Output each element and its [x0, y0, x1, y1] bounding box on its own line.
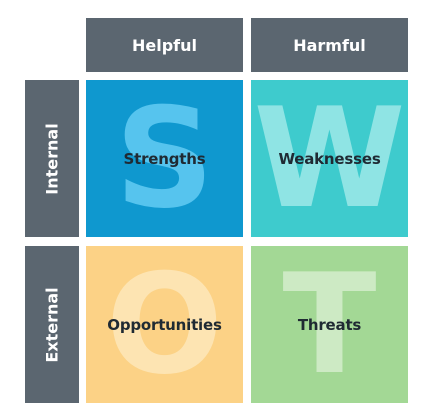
- quadrant-opportunities-letter: O: [105, 246, 224, 403]
- quadrant-threats-letter: T: [282, 246, 377, 403]
- column-header-harmful-label: Harmful: [293, 35, 366, 55]
- quadrant-weaknesses-label: Weaknesses: [278, 149, 381, 168]
- row-header-internal: Internal: [25, 80, 79, 237]
- column-header-helpful-label: Helpful: [131, 35, 197, 55]
- column-header-helpful: Helpful: [86, 18, 243, 72]
- quadrant-strengths-letter: S: [114, 80, 215, 237]
- quadrant-threats-label: Threats: [297, 315, 362, 334]
- row-header-external-label: External: [42, 286, 62, 363]
- quadrant-opportunities: O Opportunities: [86, 246, 243, 403]
- column-header-harmful: Harmful: [251, 18, 408, 72]
- quadrant-opportunities-label: Opportunities: [107, 315, 222, 334]
- quadrant-weaknesses: W Weaknesses: [251, 80, 408, 237]
- quadrant-threats: T Threats: [251, 246, 408, 403]
- quadrant-strengths: S Strengths: [86, 80, 243, 237]
- row-header-internal-label: Internal: [42, 122, 62, 195]
- quadrant-strengths-label: Strengths: [123, 149, 206, 168]
- quadrant-weaknesses-letter: W: [253, 80, 406, 237]
- row-header-external: External: [25, 246, 79, 403]
